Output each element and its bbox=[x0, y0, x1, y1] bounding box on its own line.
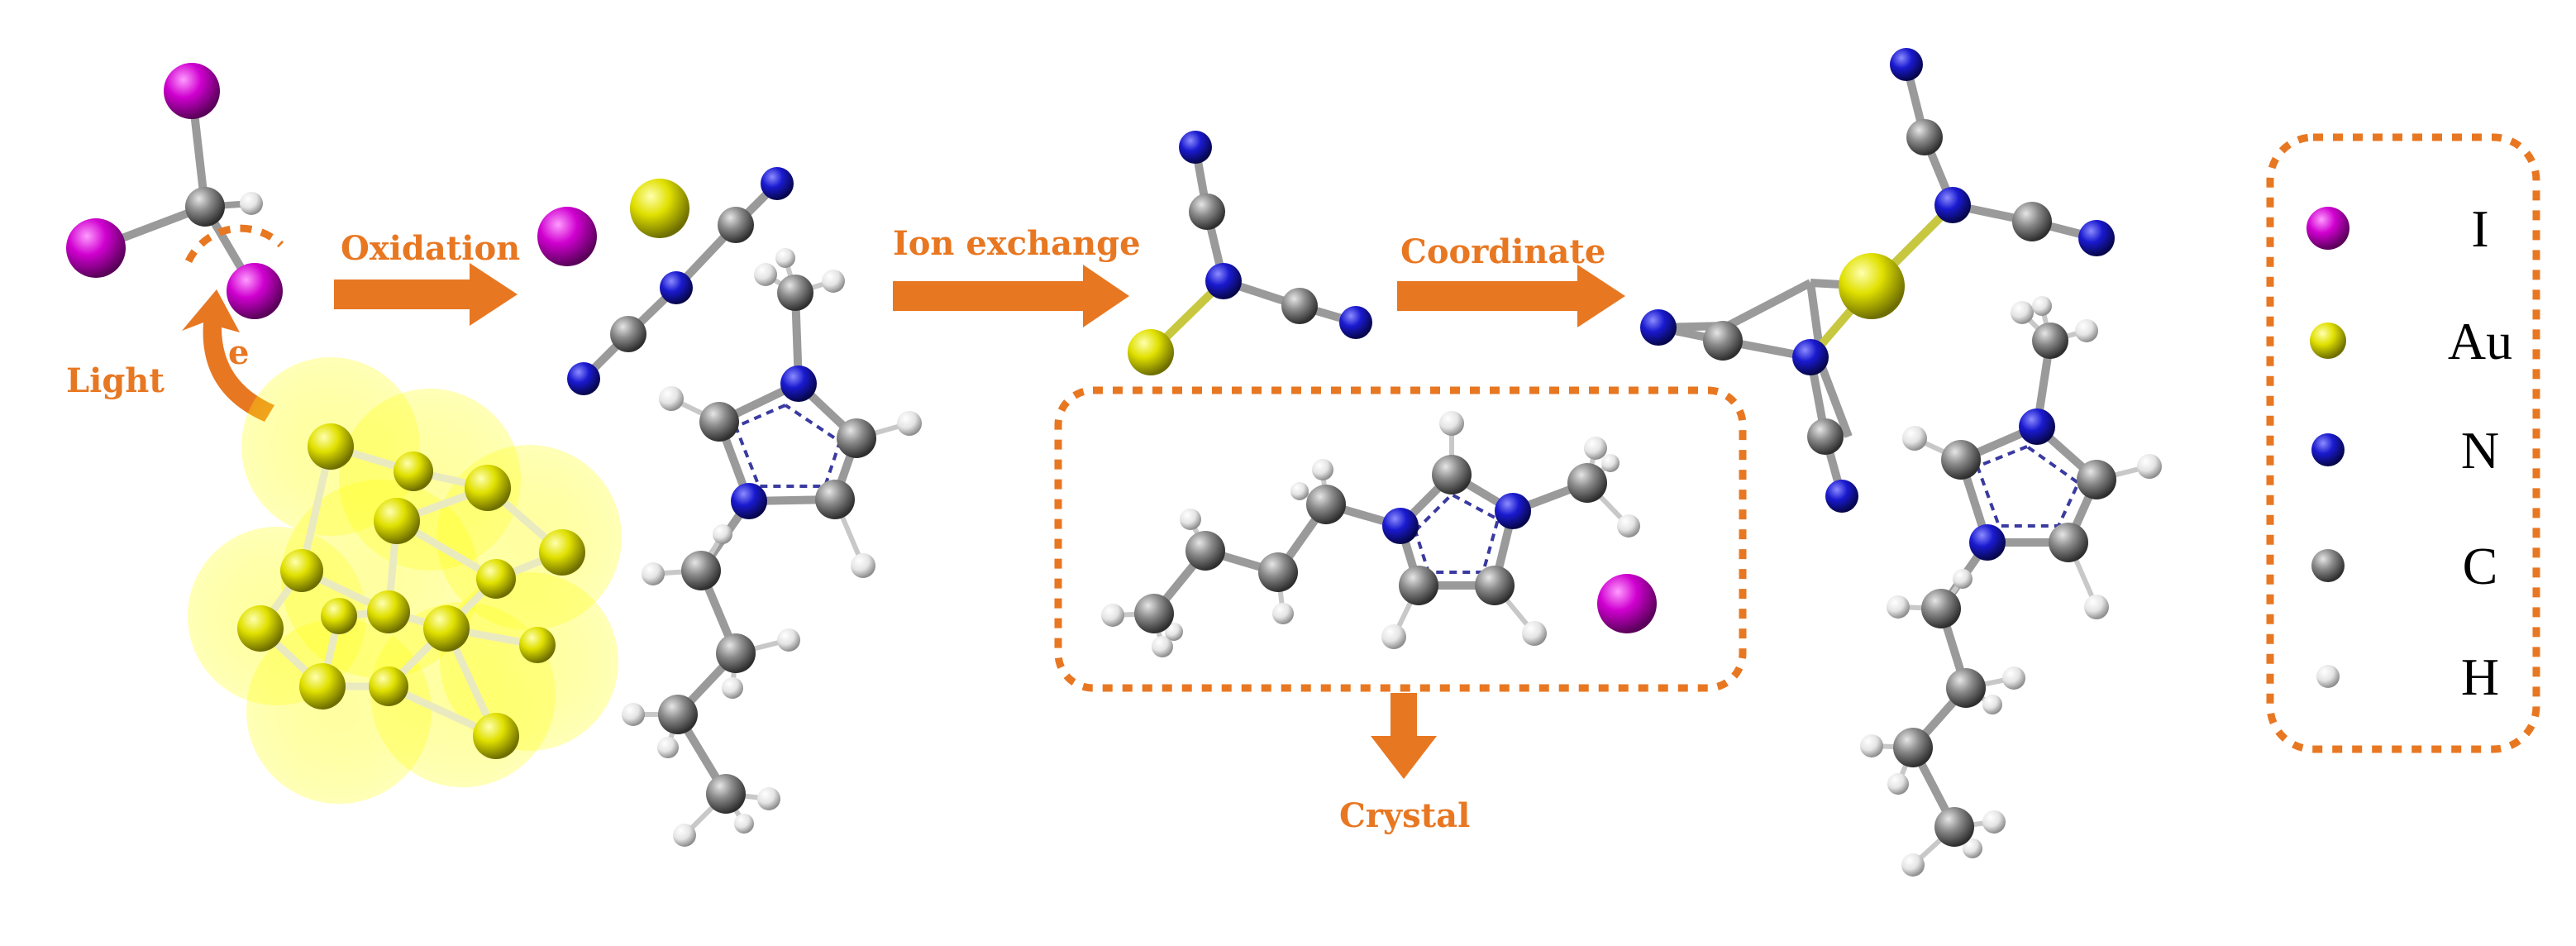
hydrogen-atom-group bbox=[622, 248, 922, 847]
label-oxidation: Oxidation bbox=[341, 229, 520, 268]
dicyanamide-anion bbox=[567, 167, 794, 395]
right-arrow-icon bbox=[1397, 265, 1625, 327]
hydrogen-atom-group bbox=[1860, 296, 2162, 877]
bmim-cation-final bbox=[1860, 296, 2162, 877]
au-dicyanamide bbox=[1128, 131, 1372, 375]
right-arrow-icon bbox=[893, 265, 1129, 327]
atom-legend: I Au N C H bbox=[2266, 133, 2540, 753]
chi3-molecule bbox=[66, 63, 284, 319]
oxidation-products bbox=[537, 167, 794, 395]
nitrogen-atom bbox=[1205, 263, 1242, 299]
bmim-iodide-crystal bbox=[1101, 411, 1657, 657]
legend-label: N bbox=[2461, 421, 2499, 480]
nitrogen-atom bbox=[1969, 524, 2006, 561]
carbon-atom bbox=[185, 187, 225, 227]
gold-swatch-icon bbox=[2310, 322, 2346, 359]
oxidation-arrow: Oxidation bbox=[334, 229, 520, 326]
legend-label: C bbox=[2463, 537, 2498, 595]
iodine-atom bbox=[537, 207, 597, 266]
legend-label: I bbox=[2471, 199, 2488, 258]
gold-atom bbox=[630, 179, 689, 238]
legend-item-gold: Au bbox=[2310, 312, 2512, 370]
gold-dicyanamide-complex bbox=[1640, 48, 2115, 513]
au-nanocluster bbox=[188, 357, 622, 804]
iodine-atom bbox=[164, 63, 220, 119]
nitrogen-atom bbox=[731, 483, 767, 519]
gold-atom bbox=[1128, 329, 1174, 375]
gold-atom bbox=[1839, 253, 1905, 319]
nitrogen-swatch-icon bbox=[2311, 433, 2345, 466]
legend-item-hydrogen: H bbox=[2316, 647, 2499, 706]
hydrogen-atom bbox=[240, 192, 263, 215]
legend-label: H bbox=[2461, 647, 2499, 706]
nitrogen-atom bbox=[1792, 339, 1829, 375]
label-coordinate: Coordinate bbox=[1400, 232, 1605, 271]
bond-cleavage-arc bbox=[184, 224, 284, 264]
label-crystal: Crystal bbox=[1339, 796, 1470, 835]
nitrogen-atom bbox=[1495, 493, 1531, 529]
crystal-arrow: Crystal bbox=[1339, 693, 1470, 835]
nitrogen-atom bbox=[1382, 508, 1419, 544]
down-arrow-icon bbox=[1371, 693, 1437, 779]
label-light: Light bbox=[66, 361, 165, 400]
iodine-swatch-icon bbox=[2306, 207, 2349, 250]
right-arrow-icon bbox=[334, 263, 518, 326]
nitrogen-atom bbox=[780, 366, 817, 402]
gold-atom-group bbox=[237, 423, 585, 759]
coordinate-arrow: Coordinate bbox=[1397, 232, 1625, 327]
nitrogen-atom bbox=[2019, 408, 2055, 445]
curved-arrow-icon bbox=[182, 289, 274, 422]
legend-item-iodine: I bbox=[2306, 199, 2489, 258]
label-electron: e bbox=[228, 333, 249, 372]
light-electron-transfer: e Light bbox=[66, 289, 274, 422]
iodine-atom bbox=[66, 218, 126, 278]
hydrogen-atom-group bbox=[1101, 411, 1640, 657]
legend-item-nitrogen: N bbox=[2311, 421, 2499, 480]
hydrogen-swatch-icon bbox=[2316, 665, 2340, 688]
ion-exchange-arrow: Ion exchange bbox=[893, 224, 1141, 327]
label-ion-exchange: Ion exchange bbox=[893, 224, 1141, 263]
iodine-atom bbox=[227, 263, 283, 319]
nitrogen-atom bbox=[1934, 187, 1971, 223]
bmim-cation bbox=[622, 248, 922, 847]
legend-label: Au bbox=[2448, 312, 2512, 370]
crystal-box bbox=[1054, 386, 1747, 692]
legend-item-carbon: C bbox=[2311, 537, 2497, 595]
carbon-swatch-icon bbox=[2311, 549, 2345, 582]
iodine-atom bbox=[1597, 574, 1657, 633]
